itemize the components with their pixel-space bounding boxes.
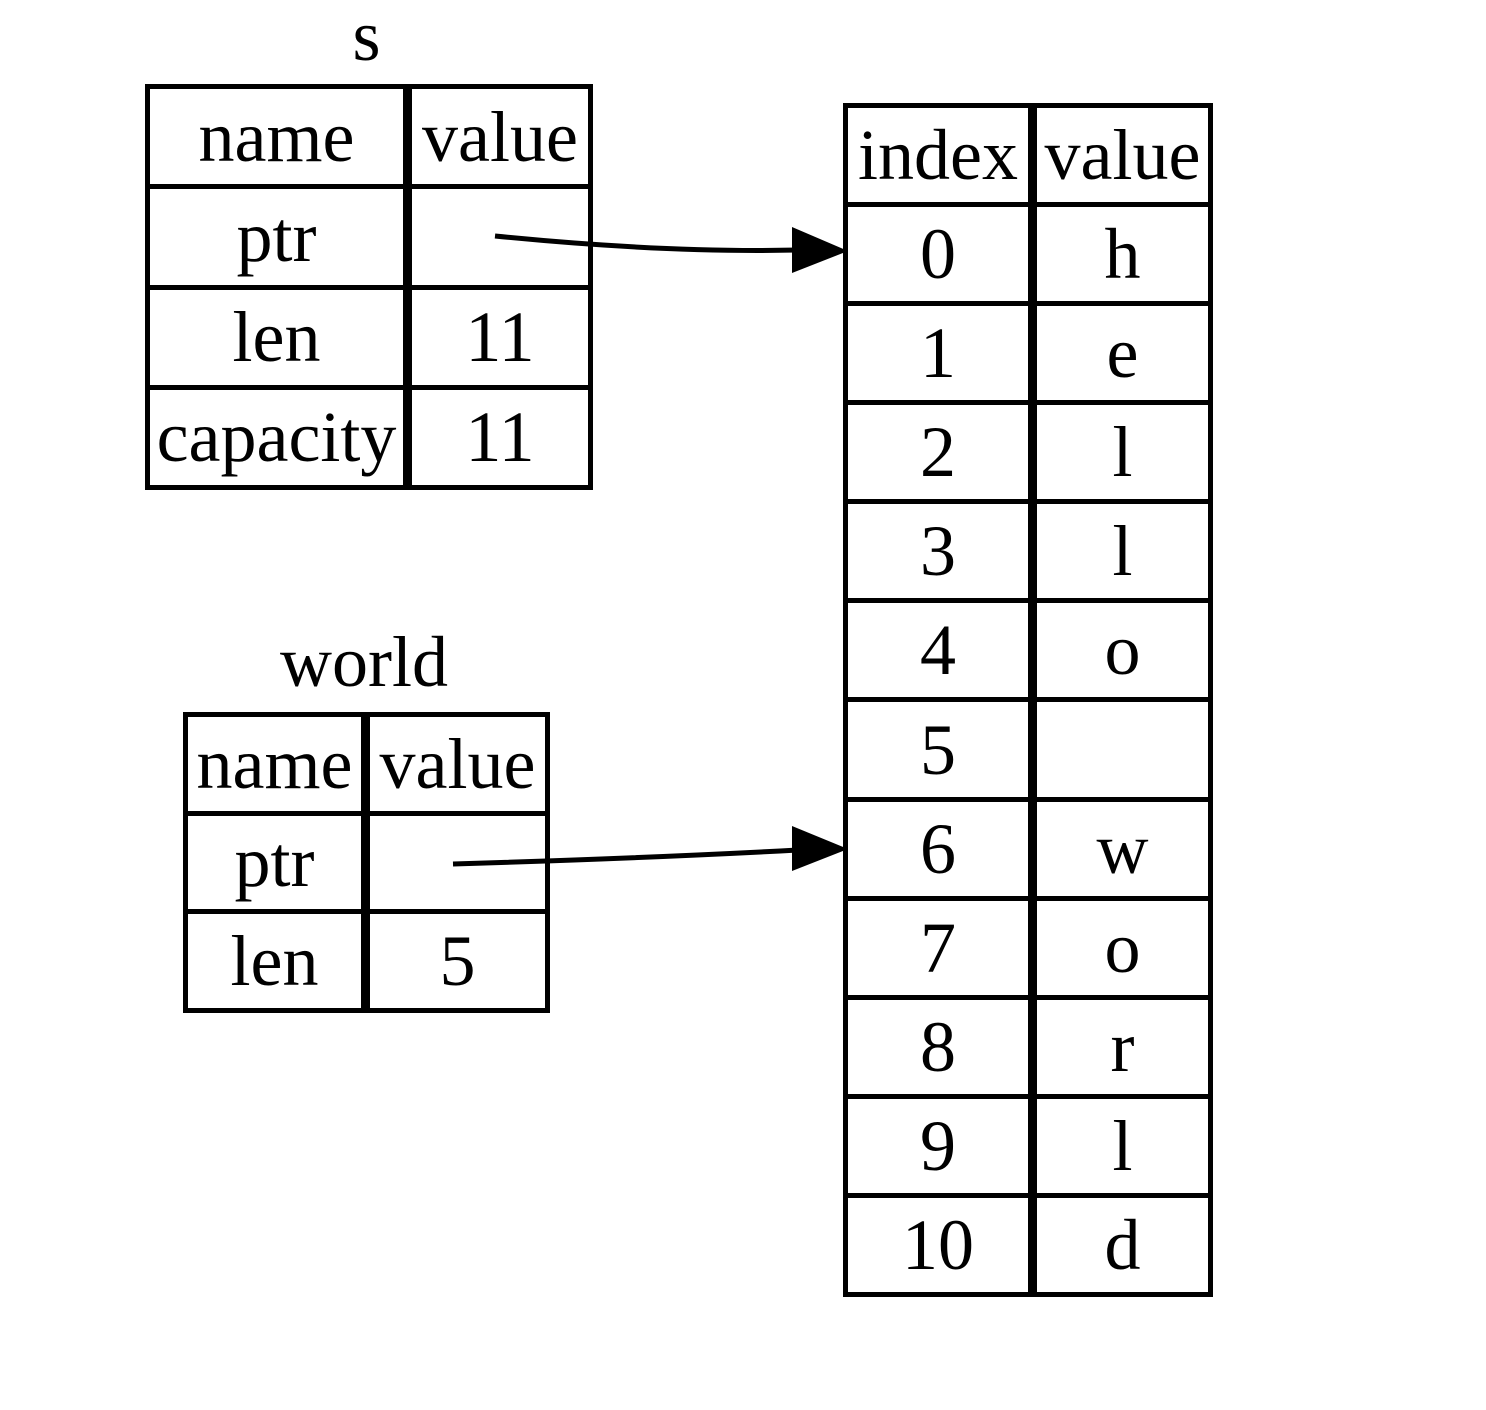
mem-value-9: l (1030, 1093, 1213, 1198)
table-row: capacity 11 (145, 384, 593, 491)
world-ptr-label: ptr (183, 810, 370, 915)
mem-header-index: index (843, 102, 1037, 208)
table-row: 5 (843, 697, 1213, 802)
mem-index-2: 2 (843, 400, 1037, 505)
mem-index-9: 9 (843, 1093, 1037, 1198)
s-capacity-value: 11 (405, 384, 593, 491)
table-row: name value (145, 83, 593, 190)
table-row: 7 o (843, 895, 1213, 1000)
mem-index-6: 6 (843, 796, 1037, 901)
mem-index-7: 7 (843, 895, 1037, 1000)
world-ptr-value (363, 810, 550, 915)
mem-index-1: 1 (843, 301, 1037, 406)
table-row: name value (183, 712, 550, 816)
world-len-label: len (183, 909, 370, 1013)
world-len-value: 5 (363, 909, 550, 1013)
mem-value-6: w (1030, 796, 1213, 901)
mem-index-8: 8 (843, 994, 1037, 1099)
table-row: 0 h (843, 202, 1213, 307)
s-header-value: value (405, 83, 593, 190)
mem-index-4: 4 (843, 598, 1037, 703)
mem-value-8: r (1030, 994, 1213, 1099)
mem-value-5 (1030, 697, 1213, 802)
s-len-value: 11 (405, 284, 593, 390)
table-row: 9 l (843, 1093, 1213, 1198)
table-row: index value (843, 102, 1213, 208)
mem-value-3: l (1030, 499, 1213, 604)
table-row: 8 r (843, 994, 1213, 1099)
table-row: 4 o (843, 598, 1213, 703)
mem-value-2: l (1030, 400, 1213, 505)
table-row: 2 l (843, 400, 1213, 505)
s-ptr-value (405, 184, 593, 290)
table-row: 3 l (843, 499, 1213, 604)
table-row: len 11 (145, 284, 593, 390)
table-row: ptr (183, 810, 550, 915)
mem-header-value: value (1030, 102, 1213, 208)
s-table: name value ptr len 11 capacity 11 (145, 83, 593, 491)
table-row: ptr (145, 184, 593, 290)
s-capacity-label: capacity (145, 384, 412, 491)
heap-memory-table: index value 0 h 1 e 2 l 3 l 4 o 5 6 w (843, 102, 1213, 1298)
world-header-value: value (363, 712, 550, 816)
mem-value-1: e (1030, 301, 1213, 406)
s-ptr-label: ptr (145, 184, 412, 290)
world-header-name: name (183, 712, 370, 816)
mem-value-7: o (1030, 895, 1213, 1000)
table-row: 1 e (843, 301, 1213, 406)
world-table-title: world (280, 622, 448, 702)
mem-value-10: d (1030, 1192, 1213, 1298)
mem-index-10: 10 (843, 1192, 1037, 1298)
world-table: name value ptr len 5 (183, 712, 550, 1013)
table-row: 6 w (843, 796, 1213, 901)
s-header-name: name (145, 83, 412, 190)
s-len-label: len (145, 284, 412, 390)
mem-index-5: 5 (843, 697, 1037, 802)
mem-index-0: 0 (843, 202, 1037, 307)
mem-index-3: 3 (843, 499, 1037, 604)
mem-value-0: h (1030, 202, 1213, 307)
s-table-title: s (352, 0, 381, 76)
table-row: len 5 (183, 909, 550, 1013)
mem-value-4: o (1030, 598, 1213, 703)
table-row: 10 d (843, 1192, 1213, 1298)
